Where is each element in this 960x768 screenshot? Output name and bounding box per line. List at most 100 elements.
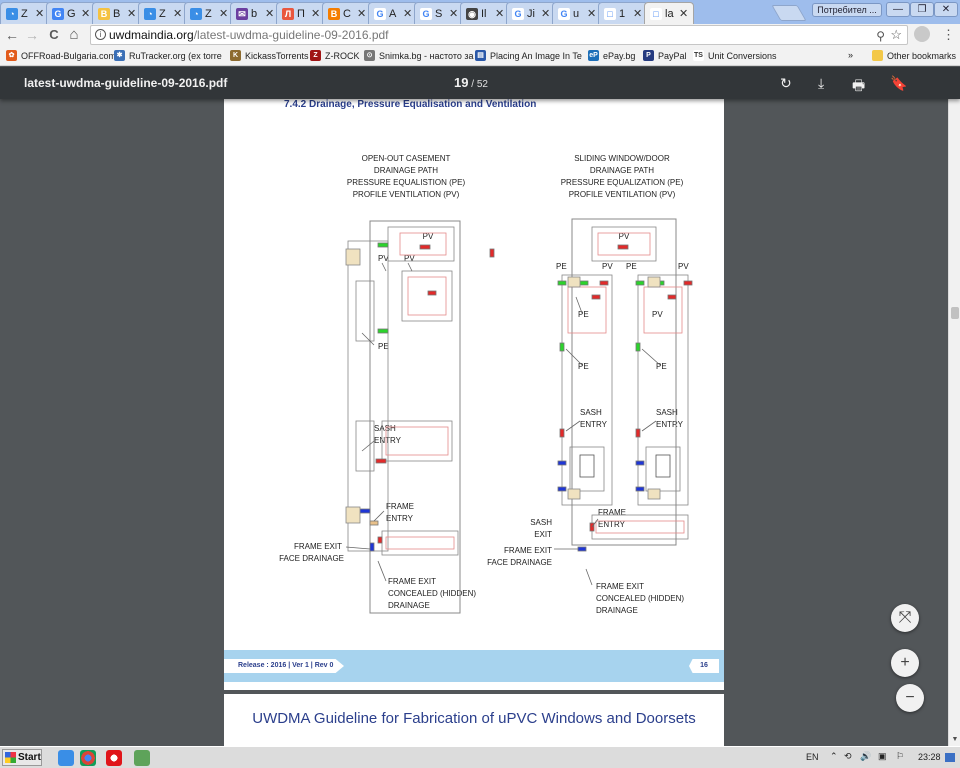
fit-page-button[interactable]: ⤧ (891, 604, 919, 632)
new-tab-button[interactable] (771, 5, 807, 21)
reload-button[interactable]: C (49, 27, 59, 42)
show-desktop-icon[interactable] (945, 753, 955, 762)
bookmark-icon[interactable]: 🔖 (890, 75, 908, 91)
rotate-icon[interactable]: ↻ (780, 75, 792, 91)
profile-shape (571, 218, 677, 546)
minimize-button[interactable]: — (886, 2, 910, 17)
bookmark-item[interactable]: ✱ RuTracker.org (ex torre (114, 50, 222, 61)
zoom-in-button[interactable]: + (891, 649, 919, 677)
home-button[interactable]: ⌂ (69, 26, 79, 43)
forward-button[interactable]: → (25, 27, 39, 43)
bookmark-item[interactable]: ✿OFFRoad-Bulgaria.com (6, 50, 116, 61)
profile-shape (635, 460, 645, 466)
bookmark-label: Placing An Image In Te (490, 50, 582, 61)
browser-tab[interactable]: ✉b✕ (230, 2, 280, 24)
opera-icon[interactable] (106, 750, 122, 766)
tab-close-icon[interactable]: ✕ (587, 8, 597, 20)
printer-tray-icon[interactable]: ▣ (878, 751, 887, 761)
back-button[interactable]: ← (5, 27, 19, 43)
bookmark-label: RuTracker.org (ex torre (129, 50, 222, 61)
download-icon[interactable]: ⤓ (818, 75, 825, 91)
app-icon[interactable] (134, 750, 150, 766)
browser-tab[interactable]: ◔Z✕ (0, 2, 50, 24)
leader-line (407, 262, 413, 272)
print-icon[interactable]: 🖶 (852, 77, 866, 93)
tab-close-icon[interactable]: ✕ (265, 8, 275, 20)
extension-icon[interactable] (914, 26, 930, 42)
scroll-thumb[interactable] (951, 307, 959, 319)
tab-close-icon[interactable]: ✕ (219, 8, 229, 20)
taskbar: Start EN ⌃ ⟲ 🔊 ▣ ⚐ 23:28 (0, 746, 960, 768)
clock[interactable]: 23:28 (918, 752, 941, 762)
tab-close-icon[interactable]: ✕ (311, 8, 321, 20)
browser-tab[interactable]: ◔Z✕ (184, 2, 234, 24)
frame-entry-label: ENTRY (598, 520, 626, 529)
frame-exit-face-label: FRAME EXIT (504, 546, 552, 555)
profile-shape (375, 458, 387, 464)
bookmark-item[interactable]: ▤Placing An Image In Te (475, 50, 582, 61)
profile-shape (635, 280, 645, 286)
bookmark-item[interactable]: ⊙Snimka.bg - настото за (364, 50, 473, 61)
pdf-viewer[interactable]: 7.4.2 Drainage, Pressure Equalisation an… (0, 99, 948, 746)
tray-expand-icon[interactable]: ⌃ (830, 751, 838, 761)
page-number[interactable]: 19 (454, 75, 469, 90)
other-bookmarks[interactable]: Other bookmarks (872, 50, 956, 61)
tab-close-icon[interactable]: ✕ (357, 8, 367, 20)
vertical-scrollbar[interactable]: ▲ ▼ (948, 67, 960, 746)
star-icon[interactable]: ☆ (890, 27, 902, 42)
zoom-out-button[interactable]: − (896, 684, 924, 712)
ie-icon[interactable] (58, 750, 74, 766)
bookmarks-overflow-button[interactable]: » (848, 50, 854, 60)
page-total: 52 (476, 79, 488, 90)
profile-shape (345, 248, 361, 266)
tab-close-icon[interactable]: ✕ (449, 8, 459, 20)
menu-icon[interactable]: ⋮ (942, 27, 955, 42)
tab-close-icon[interactable]: ✕ (633, 8, 643, 20)
chrome-icon[interactable] (80, 750, 96, 766)
tab-close-icon[interactable]: ✕ (127, 8, 137, 20)
browser-tab[interactable]: ◔Z✕ (138, 2, 188, 24)
frame-exit-face-label: FACE DRAINAGE (487, 558, 552, 567)
zoom-icon[interactable]: ⚲ (876, 29, 885, 43)
tab-label: la (665, 7, 674, 20)
tab-close-icon[interactable]: ✕ (679, 8, 689, 20)
tab-close-icon[interactable]: ✕ (35, 8, 45, 20)
sash-entry-label: ENTRY (656, 420, 684, 429)
close-window-button[interactable]: ✕ (934, 2, 958, 17)
tab-label: А (389, 7, 397, 20)
info-icon[interactable]: i (95, 29, 106, 40)
network-icon[interactable]: ⟲ (844, 751, 852, 761)
browser-tab[interactable]: □1✕ (598, 2, 648, 24)
tab-close-icon[interactable]: ✕ (81, 8, 91, 20)
tab-close-icon[interactable]: ✕ (173, 8, 183, 20)
flag-icon[interactable]: ⚐ (896, 751, 905, 761)
browser-tab[interactable]: ◉Il✕ (460, 2, 510, 24)
start-button[interactable]: Start (2, 749, 42, 766)
tab-close-icon[interactable]: ✕ (403, 8, 413, 20)
language-indicator[interactable]: EN (806, 752, 819, 762)
profile-button[interactable]: Потребител ... (812, 3, 882, 17)
browser-tab[interactable]: □la✕ (644, 2, 694, 24)
tab-close-icon[interactable]: ✕ (495, 8, 505, 20)
tab-close-icon[interactable]: ✕ (541, 8, 551, 20)
address-bar[interactable]: i uwdmaindia.org/latest-uwdma-guideline-… (90, 25, 908, 45)
restore-button[interactable]: ❐ (910, 2, 934, 17)
bookmark-favicon-icon: ✱ (114, 50, 125, 61)
bookmark-label: ePay.bg (603, 50, 636, 61)
scroll-down-arrow[interactable]: ▼ (951, 736, 959, 743)
sash-entry-label: SASH (580, 408, 602, 417)
volume-icon[interactable]: 🔊 (860, 751, 872, 761)
